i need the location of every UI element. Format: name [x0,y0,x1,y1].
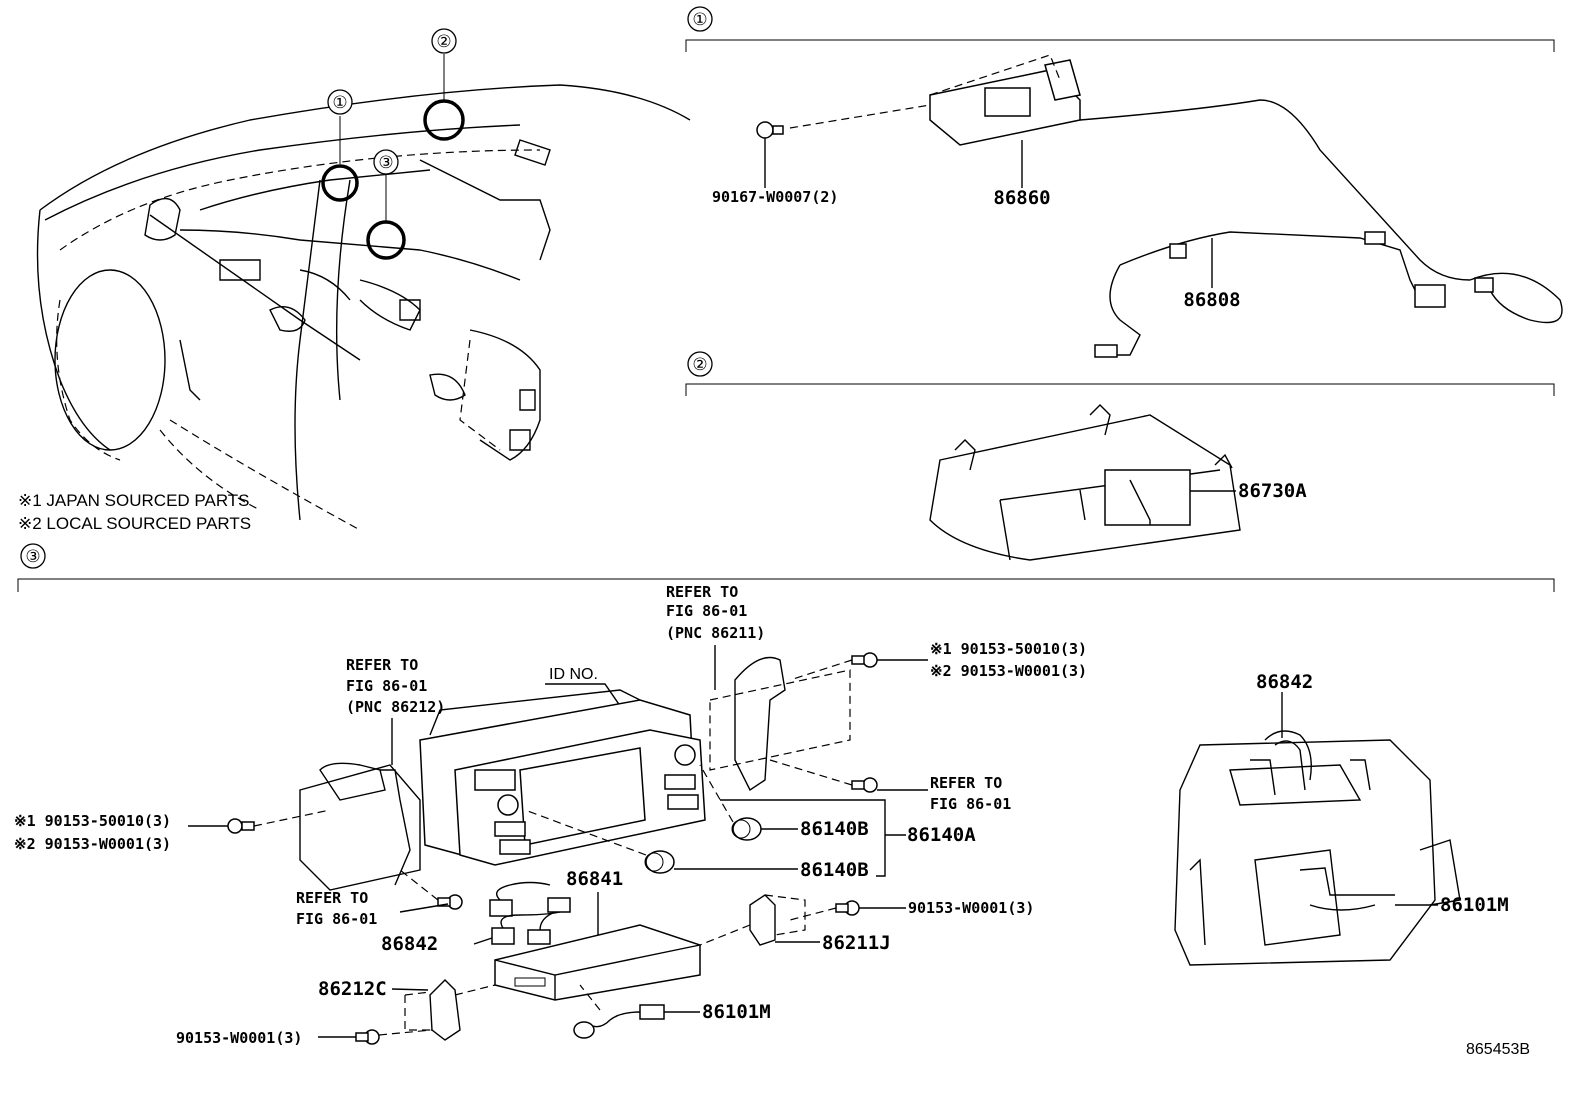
label-bolt-left-1: ※1 90153-50010(3) [14,812,171,830]
svg-text:③: ③ [378,153,393,172]
label-86730A: 86730A [1238,480,1307,502]
overview-callout-3: ③ [373,149,399,175]
connector-86101M [573,984,700,1039]
section-1-marker-text: ① [692,10,707,29]
car-interior-overview [36,54,691,531]
bracket-86212C [391,979,496,1041]
bolt-right-top [789,652,928,681]
label-harness-86842: 86842 [381,933,438,955]
label-knob-86140B-upper: 86140B [800,818,869,840]
label-bolt-lower-right: 90153-W0001(3) [908,899,1034,917]
refer-lower-line-2: FIG 86-01 [296,910,377,928]
knob-lower [524,809,798,874]
roof-console-86730A [929,404,1241,561]
knob-upper [731,817,798,841]
section-1: ① 90167-W0007(2) 86860 86808 [685,6,1563,358]
amplifier-86841 [494,924,701,1001]
svg-text:①: ① [332,93,347,112]
label-bolt-left-2: ※2 90153-W0001(3) [14,835,171,853]
section-1-marker [687,6,713,32]
refer-center-line-2: FIG 86-01 [666,602,747,620]
refer-left-line-1: REFER TO [346,656,418,674]
module-86860 [929,59,1081,188]
bolt-right-middle [769,759,928,793]
section-2-marker [687,351,713,377]
note-local-sourced: ※2 LOCAL SOURCED PARTS [18,514,251,533]
label-90167-W0007: 90167-W0007(2) [712,188,838,206]
figure-id: 865453B [1466,1041,1530,1058]
bracket-left [299,762,421,891]
refer-right-line-2: FIG 86-01 [930,795,1011,813]
harness-86842 [489,881,571,945]
label-86808: 86808 [1183,289,1240,311]
label-86860: 86860 [993,187,1050,209]
bolt-90167 [756,121,784,188]
label-knob-86140B-lower: 86140B [800,859,869,881]
refer-left-line-2: FIG 86-01 [346,677,427,695]
overview-callout-2: ② [431,28,457,54]
section-2-marker-text: ② [692,355,707,374]
bolt-left [188,809,331,834]
refer-right-line-1: REFER TO [930,774,1002,792]
label-bracket-86211J: 86211J [822,932,891,954]
svg-text:②: ② [436,32,451,51]
refer-left-line-3: (PNC 86212) [346,698,445,716]
note-japan-sourced: ※1 JAPAN SOURCED PARTS [18,491,250,510]
id-no-label: ID NO. [549,666,598,683]
label-bolt-right-2: ※2 90153-W0001(3) [930,662,1087,680]
section-3-marker-text: ③ [25,547,40,566]
bracket-86211J [699,894,820,946]
label-knob-86140A: 86140A [907,824,976,846]
bracket-right [709,656,851,792]
bolt-lower-refer [399,869,463,913]
label-inset-connector-86101M: 86101M [1440,894,1509,916]
overview-callout-1: ① [327,89,353,115]
bolt-lower-right [789,900,906,921]
label-bolt-right-1: ※1 90153-50010(3) [930,640,1087,658]
inset-detail [1174,692,1461,966]
head-unit [419,689,706,866]
section-3-marker [20,543,46,569]
label-bolt-lower-left: 90153-W0001(3) [176,1029,302,1047]
section-2: ② 86730A [685,351,1555,561]
label-bracket-86212C: 86212C [318,978,387,1000]
refer-center-line-3: (PNC 86211) [666,624,765,642]
label-amp-86841: 86841 [566,868,623,890]
label-connector-86101M: 86101M [702,1001,771,1023]
refer-center-line-1: REFER TO [666,583,738,601]
label-inset-harness-86842: 86842 [1256,671,1313,693]
refer-lower-line-1: REFER TO [296,889,368,907]
section-3: ③ REFER TO FIG 86-01 (PNC 86211) REFER T… [14,543,1555,1047]
bolt-lower-left [318,1029,433,1045]
